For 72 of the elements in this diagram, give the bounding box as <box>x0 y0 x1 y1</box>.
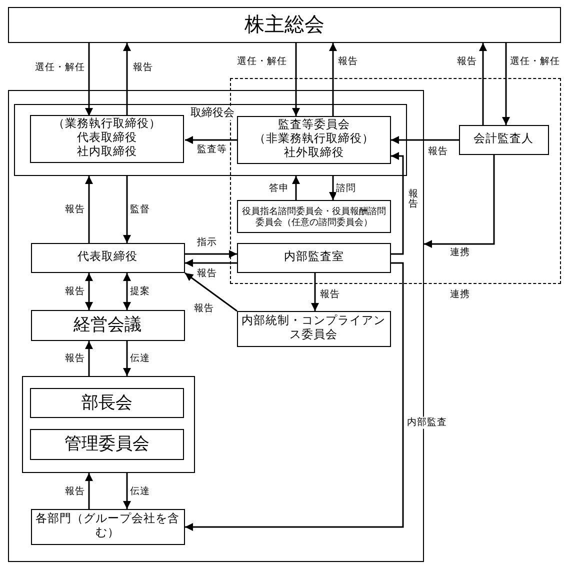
org-box: 会計監査人 <box>458 124 548 154</box>
edge-label: 報告 <box>428 146 448 158</box>
arrow <box>292 176 300 200</box>
edge-label: 選任・解任 <box>237 56 287 68</box>
edge-label: 連携 <box>450 246 470 260</box>
edge-label: 報告 <box>65 352 85 366</box>
arrow <box>85 473 93 509</box>
edge-label: 伝達 <box>130 486 150 498</box>
arrow <box>185 250 237 258</box>
org-box: 内部統制・コンプライアンス委員会 <box>236 310 390 346</box>
arrow <box>502 43 510 125</box>
org-box: 各部門（グループ会社を含む） <box>30 508 184 544</box>
box-text: 社外取締役 <box>284 146 344 161</box>
org-box: 管理委員会 <box>30 429 184 460</box>
edge-label: 報告 <box>65 204 85 216</box>
org-box <box>237 116 391 164</box>
org-box: 経営会議 <box>30 310 184 340</box>
arrow <box>292 43 300 116</box>
org-box: 代表取締役 <box>30 242 184 272</box>
edge-label: 報告 <box>194 302 214 316</box>
edge-label: 選任・解任 <box>510 56 560 68</box>
edge-label: 報告 <box>65 486 85 498</box>
edge-label: 答申 <box>269 182 289 196</box>
org-box: 内部監査室 <box>237 243 391 273</box>
arrow <box>311 273 319 311</box>
edge-label: 監査等 <box>197 144 227 156</box>
edge-label: 内部監査 <box>407 416 447 430</box>
arrow <box>424 155 495 248</box>
group-frame <box>8 90 424 562</box>
edge-label: 監督 <box>130 204 150 216</box>
edge-label: 報告 <box>197 268 217 280</box>
box-text: （業務執行取締役） <box>53 118 161 132</box>
arrow <box>185 262 404 531</box>
arrow <box>185 136 237 144</box>
arrow <box>391 152 404 255</box>
arrow <box>85 176 93 243</box>
edge-label: 報告 <box>338 56 358 68</box>
org-box: 役員指名諮問委員会・役員報酬諮問委員会（任意の諮問委員会） <box>237 200 391 233</box>
arrow <box>391 136 459 144</box>
box-text: （非業務執行取締役） <box>254 133 374 146</box>
box-text: 監査等委員会 <box>278 119 350 132</box>
arrow <box>479 43 487 125</box>
arrow <box>85 341 93 376</box>
arrow <box>329 43 337 116</box>
edge-label: 報告 <box>457 56 477 68</box>
org-box: 株主総会 <box>8 7 561 43</box>
org-box: 部長会 <box>30 388 184 418</box>
edge-label: 選任・解任 <box>35 62 85 74</box>
group-frame <box>22 376 194 472</box>
arrow <box>184 272 238 312</box>
arrow <box>123 176 131 243</box>
arrow <box>123 43 131 116</box>
arrow <box>185 259 237 267</box>
arrow <box>85 43 93 116</box>
edge-label: 報告 <box>320 288 340 302</box>
note-label: 連携 <box>450 290 470 300</box>
box-text: 社内取締役 <box>77 146 137 160</box>
edge-label: 指示 <box>197 236 217 250</box>
arrow <box>329 176 337 200</box>
edge-label: 報告 <box>133 62 153 74</box>
box-text: 代表取締役 <box>77 132 137 146</box>
arrow <box>123 341 131 376</box>
edge-label: 提案 <box>130 286 150 298</box>
edge-label: 伝達 <box>130 352 150 366</box>
double-arrow <box>85 273 93 310</box>
edge-label: 報告 <box>408 190 418 210</box>
board-title: 取締役会 <box>190 106 234 120</box>
edge-label: 諮問 <box>336 182 356 196</box>
arrow <box>123 473 131 509</box>
org-box <box>30 115 184 163</box>
double-arrow <box>123 273 131 310</box>
edge-label: 報告 <box>65 286 85 298</box>
